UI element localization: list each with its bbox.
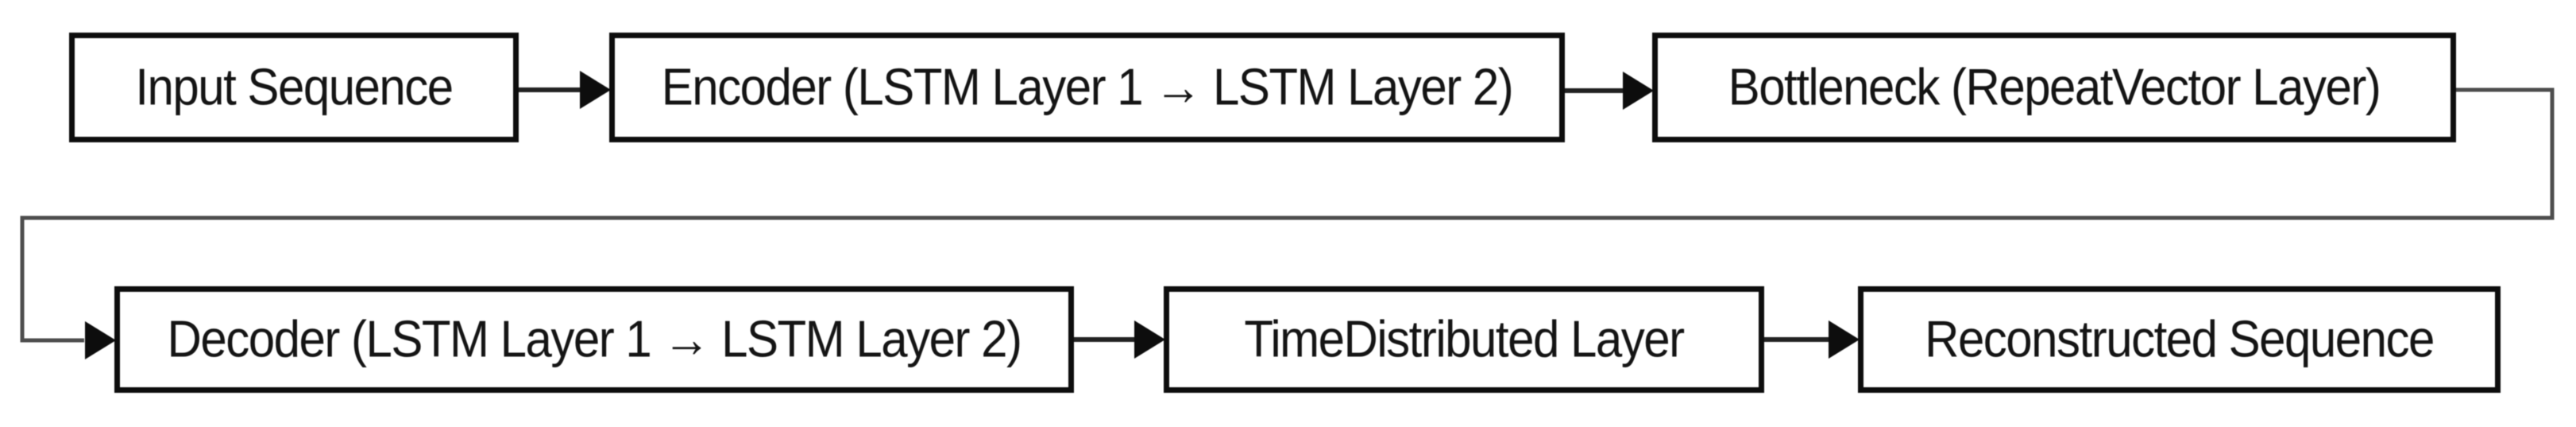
node-input-sequence-label: Input Sequence xyxy=(135,58,454,116)
arrow-decoder-to-timedistributed xyxy=(1074,320,1165,359)
node-decoder: Decoder (LSTM Layer 1 → LSTM Layer 2) xyxy=(114,286,1074,393)
node-timedistributed-layer: TimeDistributed Layer xyxy=(1164,286,1764,393)
node-decoder-label: Decoder (LSTM Layer 1 → LSTM Layer 2) xyxy=(167,310,1022,368)
arrow-input-to-encoder xyxy=(519,71,611,109)
node-reconstructed-sequence-label: Reconstructed Sequence xyxy=(1925,310,2435,368)
arrow-timedistributed-to-reconstructed xyxy=(1764,320,1860,359)
node-bottleneck: Bottleneck (RepeatVector Layer) xyxy=(1652,33,2456,142)
arrow-encoder-to-bottleneck xyxy=(1565,72,1654,110)
node-encoder: Encoder (LSTM Layer 1 → LSTM Layer 2) xyxy=(609,33,1565,142)
node-encoder-label: Encoder (LSTM Layer 1 → LSTM Layer 2) xyxy=(661,58,1514,116)
node-timedistributed-layer-label: TimeDistributed Layer xyxy=(1244,310,1685,368)
node-input-sequence: Input Sequence xyxy=(69,33,519,142)
node-bottleneck-label: Bottleneck (RepeatVector Layer) xyxy=(1728,58,2381,116)
node-reconstructed-sequence: Reconstructed Sequence xyxy=(1858,286,2501,393)
